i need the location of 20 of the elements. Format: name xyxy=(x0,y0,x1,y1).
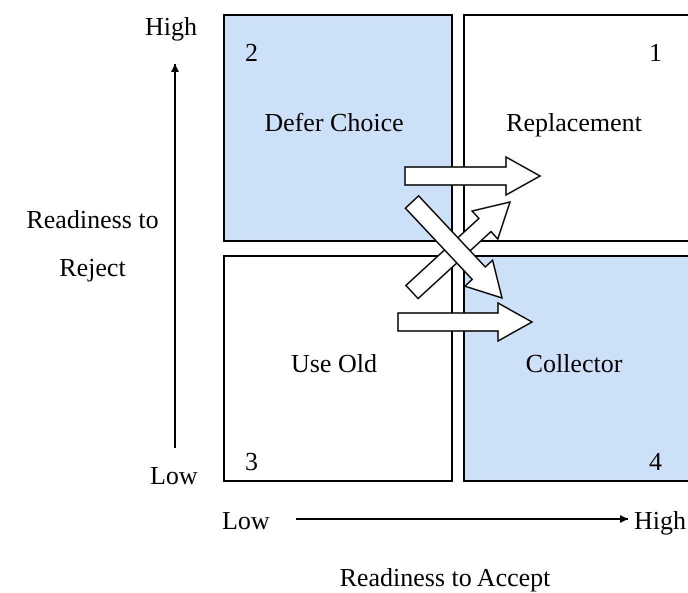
quadrant-box xyxy=(463,255,688,482)
block-arrow xyxy=(397,302,534,342)
quadrant-number: 2 xyxy=(245,38,258,68)
axis-title: Readiness to Accept xyxy=(338,562,552,593)
quadrant-label: Collector xyxy=(524,349,624,379)
quadrant-number: 1 xyxy=(649,38,662,68)
quadrant-box xyxy=(223,255,453,482)
block-arrow xyxy=(404,156,542,196)
axis-label: Low xyxy=(222,505,271,537)
quadrant-number: 3 xyxy=(245,447,258,477)
axis-label: High xyxy=(145,11,198,43)
quadrant-label: Use Old xyxy=(290,349,378,379)
quadrant-label: Replacement xyxy=(505,108,643,138)
quadrant-label: Defer Choice xyxy=(263,108,405,138)
axis-label: Low xyxy=(150,460,199,492)
quadrant-number: 4 xyxy=(649,447,662,477)
axis-title: Readiness to Reject xyxy=(25,204,160,284)
axis-label: High xyxy=(634,505,687,537)
quadrant-box xyxy=(463,14,688,242)
quadrant-box xyxy=(223,14,453,242)
